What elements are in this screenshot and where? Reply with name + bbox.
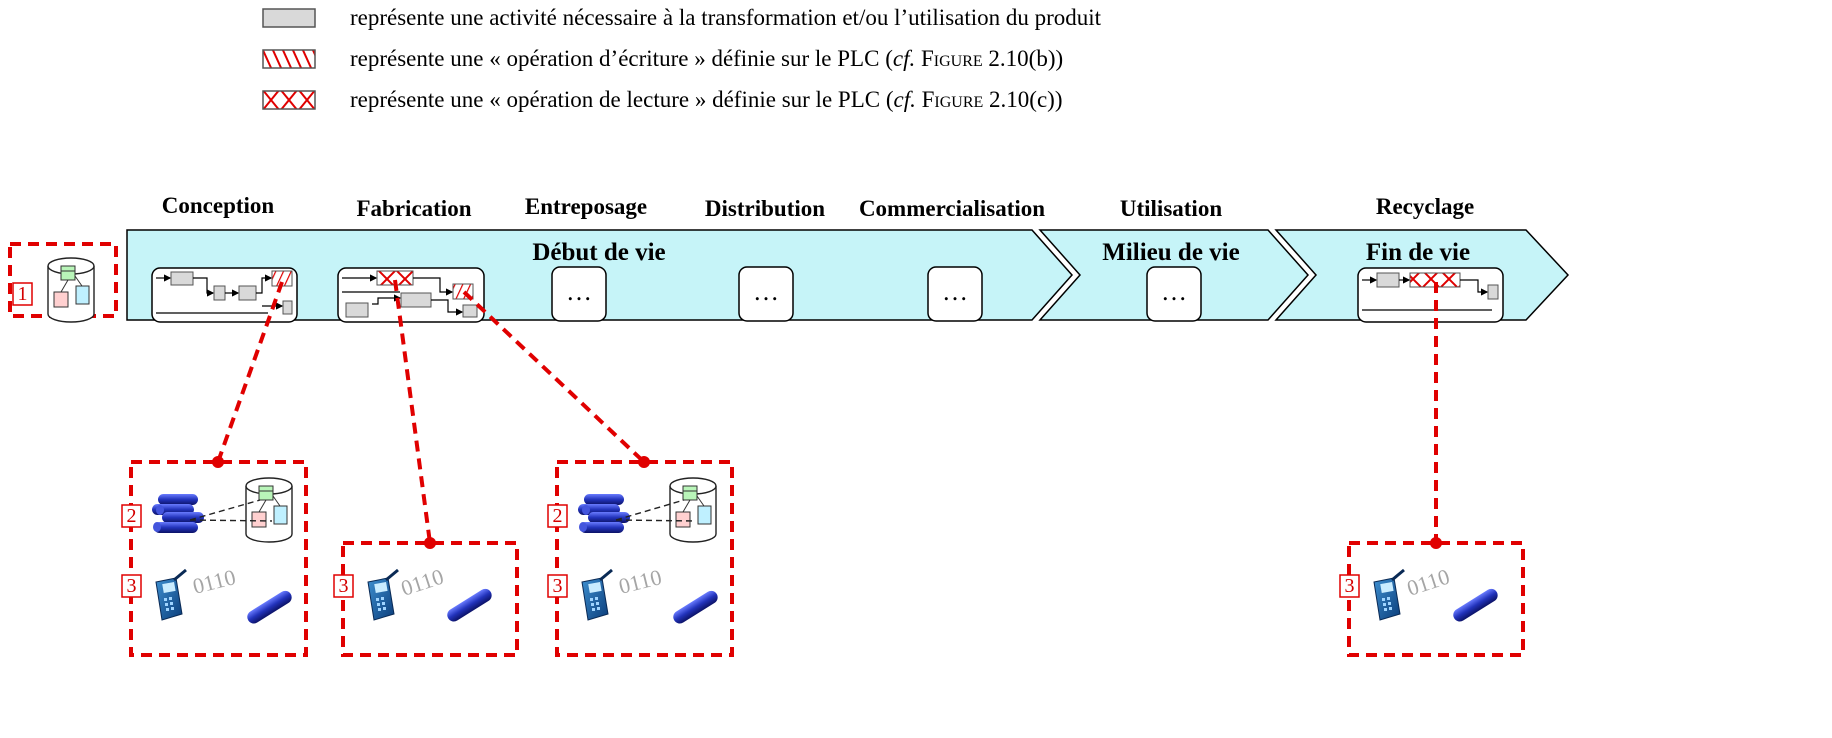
number-label-1: 1 [18,283,28,305]
placeholder-box-entreposage: … [551,266,607,322]
phase-label-distribution: Distribution [705,196,825,221]
phase-label-conception: Conception [162,193,275,218]
tubes-icon [152,494,204,533]
legend-row-activity: représente une activité nécessaire à la … [262,4,1101,32]
zone-label-fin-de-vie: Fin de vie [1366,239,1470,266]
plain-activity-swatch-icon [262,8,316,28]
bits-text: 0110 [190,564,238,599]
svg-text:…: … [753,277,779,306]
rfid-tag-icon [1450,586,1501,624]
rfid-reader-icon [1372,568,1406,622]
rfid-reader-icon [580,568,614,622]
group-conception-details: 2 3 0110 [121,460,308,657]
legend-row-read: représente une « opération de lecture » … [262,86,1063,114]
group-fabrication-read-details: 3 0110 [333,541,519,657]
number-label-2: 2 [553,505,563,527]
process-box-fabrication [337,267,485,323]
legend-text-activity: représente une activité nécessaire à la … [350,5,1102,30]
number-label-3: 3 [127,575,137,597]
bits-text: 0110 [616,564,664,599]
connector-dot-recyclage [1430,537,1442,549]
number-label-3: 3 [1345,575,1355,597]
legend-row-write: représente une « opération d’écriture » … [262,45,1063,73]
placeholder-box-utilisation: … [1146,266,1202,322]
number-label-3: 3 [553,575,563,597]
tubes-icon [578,494,630,533]
connector-fabrication-read [393,279,432,544]
phase-label-entreposage: Entreposage [525,194,647,219]
connector-dot-fabrication-write [638,456,650,468]
database-icon [245,477,293,543]
legend-text-read: représente une « opération de lecture » … [350,87,1063,112]
read-operation-swatch-icon [262,90,316,110]
bits-text: 0110 [398,564,447,601]
connector-conception [216,281,284,463]
phase-label-fabrication: Fabrication [357,196,472,221]
phase-labels: Conception Fabrication Entreposage Distr… [162,193,1474,221]
process-box-recyclage [1357,267,1504,323]
database-icon [47,257,95,323]
connector-dot-fabrication-read [424,537,436,549]
svg-text:…: … [1161,277,1187,306]
rfid-tag-icon [244,588,295,626]
group-fabrication-write-details: 2 3 0110 [547,460,734,657]
write-operation-swatch-icon [262,49,316,69]
zone-label-milieu-de-vie: Milieu de vie [1102,239,1239,266]
placeholder-box-distribution: … [738,266,794,322]
rfid-tag-icon [444,586,495,624]
svg-text:…: … [566,277,592,306]
number-label-2: 2 [127,505,137,527]
rfid-tag-icon [670,588,721,626]
bits-text: 0110 [1404,564,1453,601]
number-label-3: 3 [339,575,349,597]
connector-fabrication-write [462,290,646,464]
rfid-reader-icon [366,568,400,622]
svg-text:…: … [942,277,968,306]
connector-dot-conception [212,456,224,468]
rfid-reader-icon [154,568,188,622]
process-box-conception [151,267,298,323]
group-recyclage-details: 3 0110 [1339,541,1525,657]
zone-label-debut-de-vie: Début de vie [532,239,665,266]
group-1-database: 1 [8,242,118,323]
legend-text-write: représente une « opération d’écriture » … [350,46,1064,71]
phase-label-utilisation: Utilisation [1120,196,1222,221]
phase-label-recyclage: Recyclage [1376,194,1474,219]
placeholder-box-commercialisation: … [927,266,983,322]
database-icon [669,477,717,543]
phase-label-commercialisation: Commercialisation [859,196,1045,221]
